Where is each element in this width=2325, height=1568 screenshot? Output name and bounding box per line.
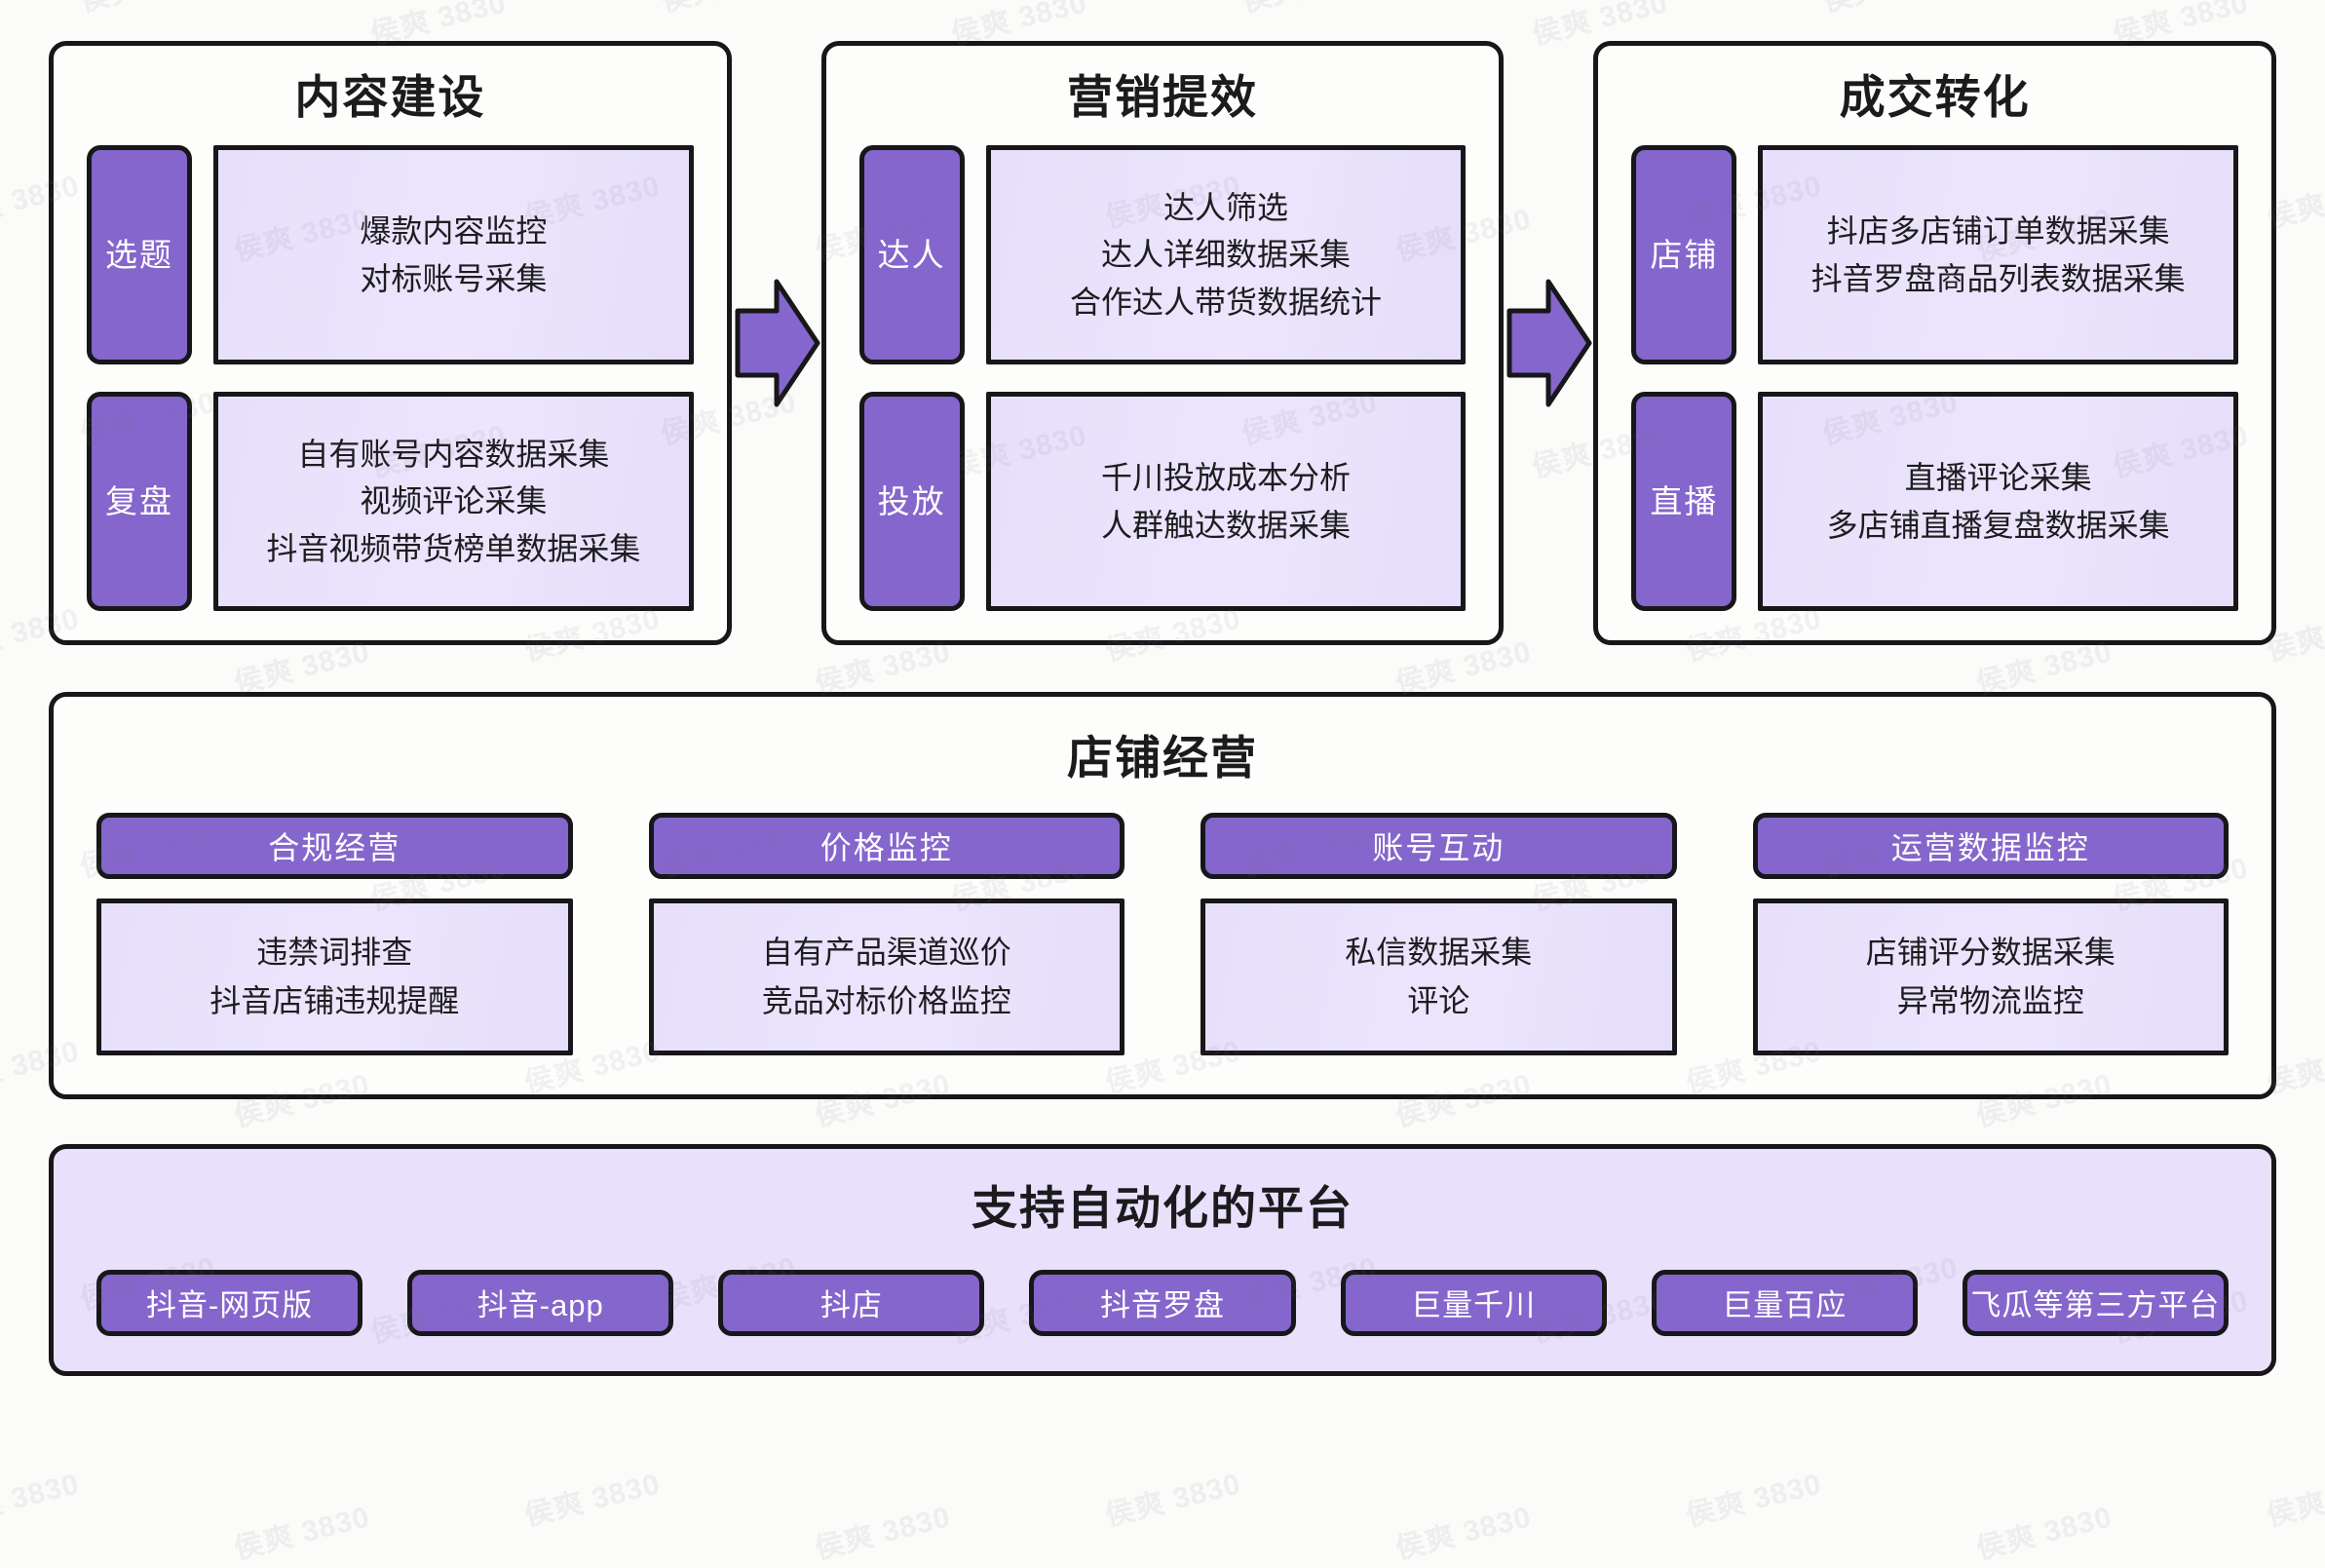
operations-line: 抖音店铺违规提醒 — [210, 982, 460, 1018]
operations-column-data-monitor: 运营数据监控 店铺评分数据采集 异常物流监控 — [1752, 813, 2229, 1055]
stage-detail-box: 抖店多店铺订单数据采集 抖音罗盘商品列表数据采集 — [1758, 145, 2239, 365]
detail-line: 抖音视频带货榜单数据采集 — [266, 530, 641, 566]
stage-title: 内容建设 — [294, 71, 486, 123]
operations-column-compliance: 合规经营 违禁词排查 抖音店铺违规提醒 — [96, 813, 573, 1055]
operations-column-price-monitor: 价格监控 自有产品渠道巡价 竞品对标价格监控 — [648, 813, 1124, 1055]
arrow-right-icon — [1506, 279, 1592, 407]
operations-line: 违禁词排查 — [256, 934, 413, 970]
platform-chip-juliang-baiying[interactable]: 巨量百应 — [1651, 1269, 1918, 1336]
operations-line: 店铺评分数据采集 — [1865, 934, 2115, 970]
stage-panel-conversion: 成交转化 店铺 抖店多店铺订单数据采集 抖音罗盘商品列表数据采集 直播 直播评论… — [1593, 41, 2277, 645]
detail-line: 达人详细数据采集 — [1101, 237, 1352, 273]
platform-chip-douyin-web[interactable]: 抖音-网页版 — [96, 1269, 363, 1336]
detail-line: 多店铺直播复盘数据采集 — [1826, 507, 2170, 543]
operations-line: 竞品对标价格监控 — [761, 982, 1011, 1018]
stage-tag-dianpu[interactable]: 店铺 — [1631, 145, 1737, 365]
watermark-text: 侯爽 3830 — [1391, 1501, 1535, 1566]
stage-item: 复盘 自有账号内容数据采集 视频评论采集 抖音视频带货榜单数据采集 — [87, 392, 694, 612]
stage-detail-box: 达人筛选 达人详细数据采集 合作达人带货数据统计 — [985, 145, 1467, 365]
watermark-text: 侯爽 3830 — [520, 1468, 664, 1533]
operations-line: 评论 — [1407, 982, 1470, 1018]
platform-chip-douyin-compass[interactable]: 抖音罗盘 — [1029, 1269, 1296, 1336]
stage-item: 达人 达人筛选 达人详细数据采集 合作达人带货数据统计 — [858, 145, 1467, 365]
detail-line: 自有账号内容数据采集 — [297, 436, 610, 472]
stage-panel-content-building: 内容建设 选题 爆款内容监控 对标账号采集 复盘 自有账号内容数据采集 视频评论… — [49, 41, 732, 645]
stage-tag-zhibo[interactable]: 直播 — [1631, 392, 1737, 612]
diagram-root: 内容建设 选题 爆款内容监控 对标账号采集 复盘 自有账号内容数据采集 视频评论… — [49, 41, 2277, 1376]
platforms-row: 抖音-网页版 抖音-app 抖店 抖音罗盘 巨量千川 巨量百应 飞瓜等第三方平台 — [96, 1263, 2229, 1342]
watermark-text: 侯爽 3830 — [0, 1468, 83, 1533]
watermark-text: 侯爽 3830 — [2263, 1468, 2325, 1533]
stage-body: 店铺 抖店多店铺订单数据采集 抖音罗盘商品列表数据采集 直播 直播评论采集 多店… — [1631, 145, 2239, 612]
arrow-gap — [732, 41, 821, 645]
platforms-title: 支持自动化的平台 — [972, 1182, 1353, 1234]
detail-line: 视频评论采集 — [360, 483, 548, 519]
detail-line: 直播评论采集 — [1904, 459, 2092, 495]
operations-body: 私信数据采集 评论 — [1201, 899, 1677, 1055]
watermark-text: 侯爽 3830 — [1101, 1468, 1244, 1533]
detail-line: 爆款内容监控 — [360, 212, 548, 249]
operations-line: 私信数据采集 — [1345, 934, 1533, 970]
detail-line: 抖店多店铺订单数据采集 — [1826, 212, 2170, 249]
stage-item: 直播 直播评论采集 多店铺直播复盘数据采集 — [1631, 392, 2239, 612]
platforms-panel: 支持自动化的平台 抖音-网页版 抖音-app 抖店 抖音罗盘 巨量千川 巨量百应… — [49, 1144, 2276, 1376]
operations-body: 违禁词排查 抖音店铺违规提醒 — [96, 899, 573, 1055]
arrow-right-icon — [735, 279, 820, 407]
operations-line: 异常物流监控 — [1896, 982, 2084, 1018]
operations-body: 店铺评分数据采集 异常物流监控 — [1752, 899, 2229, 1055]
operations-head[interactable]: 合规经营 — [96, 813, 573, 879]
arrow-gap — [1504, 41, 1593, 645]
operations-line: 自有产品渠道巡价 — [761, 934, 1011, 970]
operations-columns: 合规经营 违禁词排查 抖音店铺违规提醒 价格监控 自有产品渠道巡价 竞品对标价格… — [96, 813, 2229, 1055]
detail-line: 抖音罗盘商品列表数据采集 — [1810, 260, 2186, 296]
platform-chip-juliang-qianchuan[interactable]: 巨量千川 — [1340, 1269, 1607, 1336]
stage-item: 店铺 抖店多店铺订单数据采集 抖音罗盘商品列表数据采集 — [1631, 145, 2239, 365]
watermark-text: 侯爽 3830 — [811, 1501, 954, 1566]
operations-column-account-interaction: 账号互动 私信数据采集 评论 — [1201, 813, 1677, 1055]
detail-line: 合作达人带货数据统计 — [1070, 284, 1383, 320]
stage-item: 选题 爆款内容监控 对标账号采集 — [87, 145, 694, 365]
watermark-text: 侯爽 3830 — [1972, 1501, 2115, 1566]
stage-detail-box: 直播评论采集 多店铺直播复盘数据采集 — [1758, 392, 2239, 612]
stage-detail-box: 爆款内容监控 对标账号采集 — [213, 145, 694, 365]
watermark-text: 侯爽 3830 — [230, 1501, 373, 1566]
stage-tag-daren[interactable]: 达人 — [858, 145, 965, 365]
stage-body: 达人 达人筛选 达人详细数据采集 合作达人带货数据统计 投放 千川投放成本分析 … — [858, 145, 1467, 612]
stage-tag-fupan[interactable]: 复盘 — [87, 392, 192, 612]
stage-panel-marketing-efficiency: 营销提效 达人 达人筛选 达人详细数据采集 合作达人带货数据统计 投放 千川投放… — [820, 41, 1505, 645]
platform-chip-feigua-thirdparty[interactable]: 飞瓜等第三方平台 — [1962, 1269, 2229, 1336]
detail-line: 达人筛选 — [1163, 189, 1289, 225]
platform-chip-douyin-app[interactable]: 抖音-app — [407, 1269, 674, 1336]
detail-line: 人群触达数据采集 — [1101, 507, 1352, 543]
operations-head[interactable]: 账号互动 — [1201, 813, 1677, 879]
operations-panel: 店铺经营 合规经营 违禁词排查 抖音店铺违规提醒 价格监控 自有产品渠道巡价 竞… — [49, 692, 2276, 1099]
stage-item: 投放 千川投放成本分析 人群触达数据采集 — [858, 392, 1467, 612]
stage-title: 成交转化 — [1839, 71, 2031, 123]
stage-title: 营销提效 — [1067, 71, 1258, 123]
operations-body: 自有产品渠道巡价 竞品对标价格监控 — [648, 899, 1124, 1055]
operations-head[interactable]: 运营数据监控 — [1752, 813, 2229, 879]
stage-tag-toufang[interactable]: 投放 — [858, 392, 965, 612]
detail-line: 千川投放成本分析 — [1101, 459, 1352, 495]
stage-tag-xuanti[interactable]: 选题 — [87, 145, 192, 365]
stage-detail-box: 自有账号内容数据采集 视频评论采集 抖音视频带货榜单数据采集 — [213, 392, 694, 612]
operations-title: 店铺经营 — [1067, 732, 1258, 784]
stage-row: 内容建设 选题 爆款内容监控 对标账号采集 复盘 自有账号内容数据采集 视频评论… — [49, 41, 2277, 645]
watermark-text: 侯爽 3830 — [1682, 1468, 1825, 1533]
stage-body: 选题 爆款内容监控 对标账号采集 复盘 自有账号内容数据采集 视频评论采集 抖音… — [87, 145, 694, 612]
detail-line: 对标账号采集 — [360, 260, 548, 296]
operations-head[interactable]: 价格监控 — [648, 813, 1124, 879]
platform-chip-doudian[interactable]: 抖店 — [718, 1269, 985, 1336]
stage-detail-box: 千川投放成本分析 人群触达数据采集 — [985, 392, 1467, 612]
